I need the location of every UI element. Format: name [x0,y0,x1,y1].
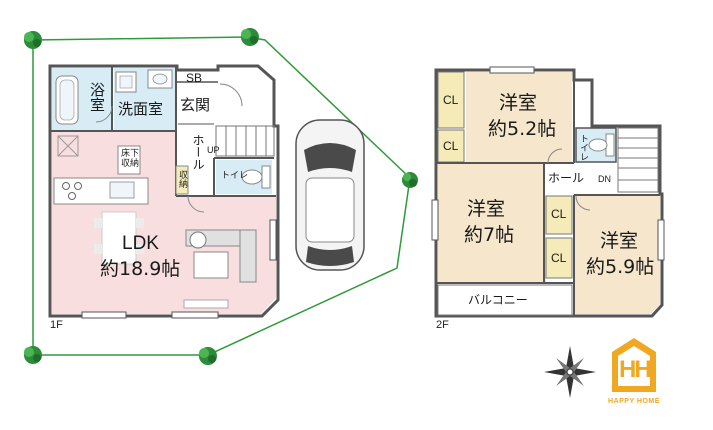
closet-4-label: CL [551,251,567,265]
toilet-2f-label: トイレ [578,134,588,161]
storage-label: 収納 [177,170,187,188]
tree-icon [24,346,42,364]
tree-icon [24,31,42,49]
toilet-icon [588,133,615,157]
compass-icon [544,346,596,398]
ldk-size-label: 約18.9帖 [100,258,181,280]
sink-icon [115,69,173,93]
closet-2-label: CL [443,139,459,153]
hall-2f [544,164,602,194]
floor2-stairs [617,127,659,193]
tree-icon [241,28,259,46]
floor2-tag: 2F [436,319,449,331]
western-b-label: 洋室 [467,198,506,220]
sb-label: SB [186,71,203,85]
closet-4 [545,237,573,279]
bathtub-icon [55,75,79,125]
car-icon [295,119,365,271]
western-b-size-label: 約7帖 [464,224,515,246]
floor1-tag: 1F [50,319,63,331]
hatch-icon [57,135,79,157]
tree-icon [199,347,217,365]
entrance-label: 玄関 [180,96,211,114]
balcony [437,284,573,316]
hall-1f-label: ホール [191,134,205,170]
floor1-plan [48,64,280,319]
closet-3-label: CL [551,207,567,221]
western-a-size-label: 約5.2帖 [488,118,557,140]
dining-table-icon [94,211,144,265]
toilet-1f-label: トイレ [221,171,249,181]
logo-letters: HH [619,356,652,383]
closet-1-label: CL [443,93,459,107]
logo-text: HAPPY HOME [608,398,660,405]
washroom-label: 洗面室 [118,100,164,118]
logo-icon [612,338,656,392]
floor2-plan [431,66,665,318]
up-label: UP [207,145,220,155]
western-c-label: 洋室 [600,230,639,252]
tree-icon [402,172,418,188]
western-room-b [438,164,546,282]
underfloor-storage-label: 床下収納 [120,149,139,169]
western-c-size-label: 約5.9帖 [586,256,655,278]
closet-3 [545,195,573,235]
closet-1 [437,71,465,129]
stove-icon [53,177,149,205]
floor1-stairs [215,125,275,157]
western-a-label: 洋室 [499,92,538,114]
storage-box [175,165,189,195]
underfloor-storage-box [117,145,141,175]
balcony-label: バルコニー [468,293,528,307]
western-room-a [466,72,572,162]
closet-2 [437,129,465,163]
hall-2f-label: ホール [548,171,585,185]
ldk-label: LDK [122,233,159,254]
bath-label: 浴室 [88,82,106,112]
toilet-icon [241,165,271,189]
western-room-c [574,196,660,314]
sofa-icon [183,229,257,309]
dn-label: DN [598,174,611,184]
